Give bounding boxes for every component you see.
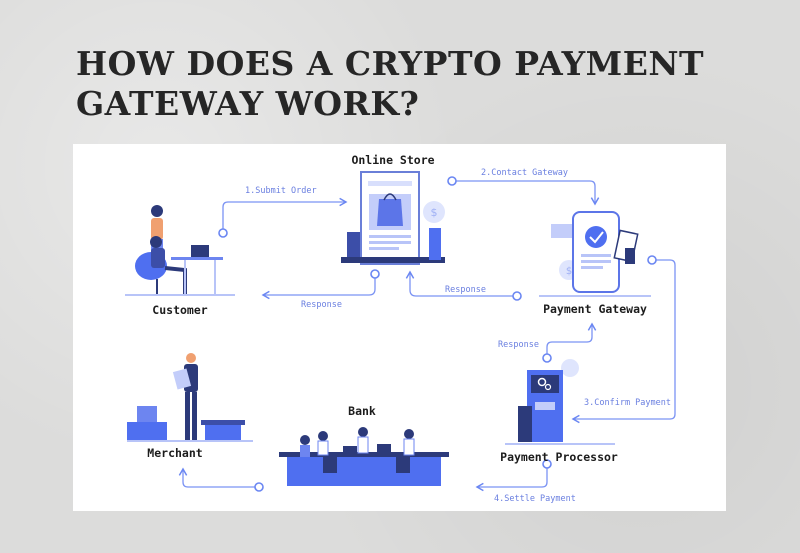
- merchant-illustration: [127, 353, 253, 442]
- edge-label-response-processor-gateway: Response: [498, 340, 539, 350]
- edge-response-gateway-store: [405, 270, 517, 297]
- connector-dot: [254, 482, 264, 492]
- connector-dot: [218, 228, 228, 238]
- edge-label-response-gateway-store: Response: [445, 285, 486, 295]
- edge-label-submit-order: 1.Submit Order: [245, 186, 317, 196]
- svg-text:$: $: [566, 266, 572, 277]
- node-label-bank: Bank: [348, 404, 376, 418]
- edge-settle-payment: [475, 464, 548, 492]
- node-label-payment-processor: Payment Processor: [500, 450, 618, 464]
- node-label-merchant: Merchant: [147, 446, 202, 460]
- title-line-1: HOW DOES A CRYPTO PAYMENT: [76, 44, 705, 83]
- edge-submit-order: [222, 197, 348, 233]
- connector-dot: [647, 255, 657, 265]
- connector-dot: [370, 269, 380, 279]
- edge-bank-merchant: [178, 467, 259, 488]
- connector-dot: [542, 353, 552, 363]
- bank-illustration: [279, 427, 449, 486]
- customer-illustration: [125, 205, 235, 296]
- node-label-customer: Customer: [152, 303, 207, 317]
- edge-label-contact-gateway: 2.Contact Gateway: [481, 168, 568, 178]
- connector-dot: [542, 459, 552, 469]
- payment-flow-diagram: 1.Submit Order 2.Contact Gateway Respons…: [125, 153, 676, 504]
- svg-text:$: $: [431, 206, 438, 219]
- edge-label-confirm-payment: 3.Confirm Payment: [584, 398, 671, 408]
- edge-response-store-customer: [261, 274, 376, 300]
- payment-gateway-illustration: $: [539, 211, 651, 297]
- payment-processor-illustration: [505, 359, 615, 445]
- page-title: HOW DOES A CRYPTO PAYMENT GATEWAY WORK?: [76, 44, 716, 124]
- edge-label-response-store-customer: Response: [301, 300, 342, 310]
- edge-label-settle-payment: 4.Settle Payment: [494, 494, 576, 504]
- connector-dot: [512, 291, 522, 301]
- diagram-panel: 1.Submit Order 2.Contact Gateway Respons…: [73, 144, 726, 511]
- connector-dot: [447, 176, 457, 186]
- edge-confirm-payment: [571, 259, 676, 424]
- edge-response-processor-gateway: [546, 322, 597, 358]
- online-store-illustration: $: [341, 171, 445, 265]
- node-label-online-store: Online Store: [351, 153, 434, 167]
- node-label-payment-gateway: Payment Gateway: [543, 302, 647, 316]
- edge-contact-gateway: [452, 180, 600, 206]
- title-line-2: GATEWAY WORK?: [76, 84, 420, 123]
